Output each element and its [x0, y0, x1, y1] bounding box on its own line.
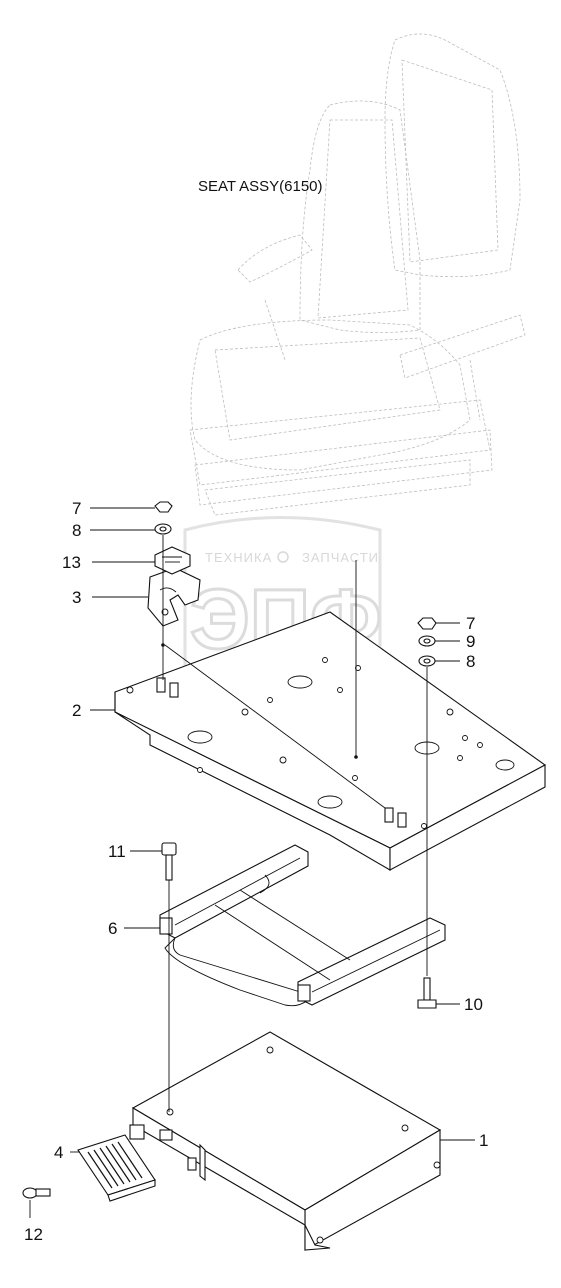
part-2-top-plate: [114, 611, 547, 871]
part-12-screw: [22, 1187, 51, 1199]
callout-13: 13: [62, 553, 81, 572]
part-6-slide-rails: [159, 844, 446, 1007]
watermark-text-left: ТЕХНИКА: [205, 550, 272, 565]
callout-labels: 7 8 13 3 2 7 9 8 11 6 10 4 1 12: [24, 499, 488, 1244]
callout-7-left: 7: [72, 499, 81, 518]
seat-assembly-ghost: [189, 33, 526, 516]
callout-7-right: 7: [466, 614, 475, 633]
callout-1: 1: [479, 1131, 488, 1150]
callout-2: 2: [72, 701, 81, 720]
callout-8-right: 8: [466, 652, 475, 671]
callout-12: 12: [24, 1225, 43, 1244]
callout-11: 11: [108, 842, 126, 861]
assembly-title: SEAT ASSY(6150): [198, 178, 323, 195]
part-7-nut-left: [154, 501, 173, 513]
part-7-nut-right: [417, 617, 437, 630]
callout-leaders: [29, 507, 475, 1218]
part-8-washer-left: [154, 523, 172, 535]
callout-9: 9: [466, 632, 475, 651]
assembly-lines: [161, 535, 428, 1112]
callout-8-left: 8: [72, 521, 81, 540]
gear-icon: [277, 551, 289, 563]
callout-3: 3: [72, 588, 81, 607]
callout-6: 6: [108, 919, 117, 938]
part-1-base-bracket: [129, 1031, 442, 1251]
watermark-text-right: ЗАПЧАСТИ: [302, 550, 379, 565]
part-8-washer-right: [418, 655, 436, 667]
part-3-bracket: [147, 567, 201, 627]
part-9-lockwasher: [418, 635, 436, 647]
callout-4: 4: [54, 1143, 63, 1162]
callout-10: 10: [464, 995, 483, 1014]
part-10-bolt: [417, 977, 437, 1009]
part-4-vent-cover: [77, 1134, 156, 1202]
part-11-bolt: [161, 842, 177, 881]
part-13-clip: [154, 546, 191, 575]
